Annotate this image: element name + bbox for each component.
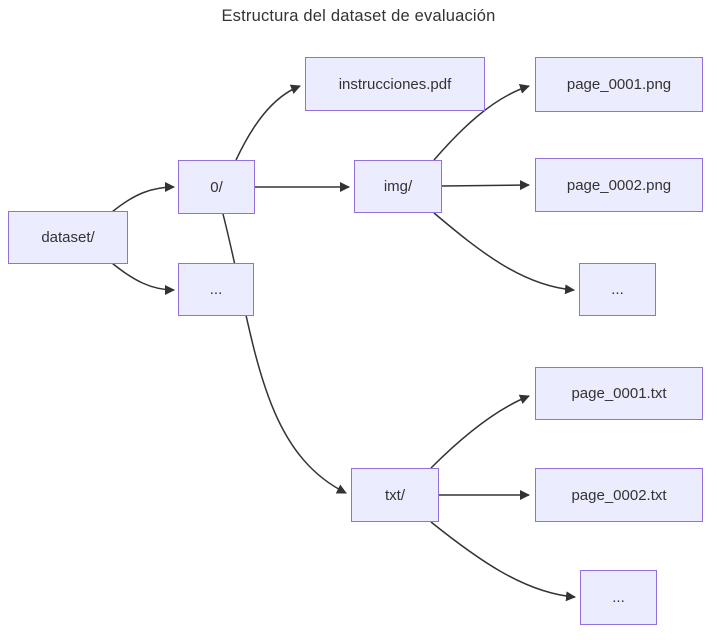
node-dots-txt-label: ... — [612, 589, 625, 606]
edge-dataset-to-dots-root — [111, 262, 175, 295]
edge-txt-to-dots-txt — [430, 521, 576, 602]
edge-img-to-dots-img — [433, 212, 575, 295]
node-dataset: dataset/ — [8, 211, 128, 264]
node-page-0001-png: page_0001.png — [535, 57, 703, 112]
node-txt-label: txt/ — [384, 486, 405, 504]
edge-0-to-instrucciones — [235, 84, 301, 161]
edge-dataset-to-0 — [111, 182, 175, 213]
node-page-0002-txt-label: page_0002.txt — [571, 486, 667, 504]
node-dots-txt: ... — [580, 570, 657, 625]
node-dots-img-label: ... — [611, 281, 624, 298]
edge-img-to-page0002png — [441, 180, 530, 191]
node-instrucciones-pdf-label: instrucciones.pdf — [338, 75, 452, 93]
node-img-label: img/ — [383, 178, 413, 195]
node-page-0002-png-label: page_0002.png — [566, 176, 672, 194]
edge-txt-to-page0001txt — [430, 394, 530, 469]
node-dots-img: ... — [579, 263, 656, 316]
node-0: 0/ — [178, 160, 255, 214]
node-page-0001-txt: page_0001.txt — [535, 367, 703, 420]
node-page-0001-png-label: page_0001.png — [566, 76, 672, 93]
node-txt: txt/ — [351, 468, 439, 522]
node-dots-root: ... — [178, 263, 254, 316]
edge-img-to-page0001png — [433, 84, 530, 161]
edge-0-to-txt — [222, 213, 347, 494]
node-page-0002-png: page_0002.png — [535, 158, 703, 212]
node-dots-root-label: ... — [209, 281, 223, 298]
diagram-title: Estructura del dataset de evaluación — [221, 7, 496, 25]
node-instrucciones-pdf: instrucciones.pdf — [305, 57, 485, 111]
node-page-0002-txt: page_0002.txt — [535, 468, 703, 522]
node-page-0001-txt-label: page_0001.txt — [571, 385, 667, 402]
node-img: img/ — [354, 160, 442, 213]
node-dataset-label: dataset/ — [41, 229, 95, 246]
node-0-label: 0/ — [210, 178, 223, 196]
